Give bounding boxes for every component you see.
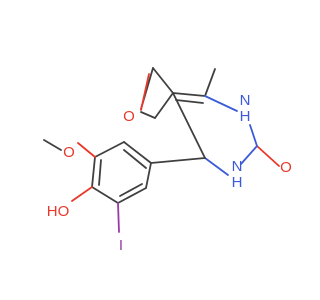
bond-c2-n3 (240, 145, 258, 165)
bond-aryl-5-inner (119, 183, 143, 197)
bond-acetyl-co-2 (140, 111, 156, 119)
bond-aryl-1 (123, 141, 152, 164)
iodine-label: I (119, 237, 123, 254)
bond-aryl-5 (117, 187, 147, 204)
bond-aryl-4 (91, 186, 119, 204)
bond-aryl-1-inner (123, 149, 147, 169)
bond-n1-c2 (249, 124, 258, 147)
bond-aryl-2 (94, 141, 125, 158)
bond-c2-o (256, 145, 280, 167)
bond-c6-methyl (204, 68, 216, 97)
bond-acetyl-to-ring (154, 92, 174, 119)
methoxy-oxygen-label: O (63, 144, 75, 161)
bond-c5-c6-double (175, 99, 204, 104)
bond-hydroxyl (71, 186, 93, 202)
bond-aryl-6 (145, 162, 152, 189)
bond-methoxy-c (43, 139, 62, 151)
bond-c4-aryl (150, 157, 206, 164)
bond-acetyl-co-1 (140, 73, 150, 111)
acetyl-oxygen-label: O (123, 108, 135, 125)
bond-iodine (117, 202, 120, 233)
bond-aryl-3 (91, 156, 96, 188)
hydroxyl-label: HO (47, 203, 70, 220)
bond-layer (43, 67, 280, 233)
bond-n3-c4 (204, 157, 229, 176)
bond-c5-c6 (172, 92, 206, 97)
carbonyl-oxygen-label: O (280, 159, 292, 176)
bond-methoxy-o (77, 142, 96, 158)
bond-c6-n1 (204, 95, 238, 112)
bond-c4-c5 (172, 92, 206, 159)
bond-acetyl-methyl (152, 67, 174, 94)
bond-aryl-3-inner (98, 159, 102, 186)
